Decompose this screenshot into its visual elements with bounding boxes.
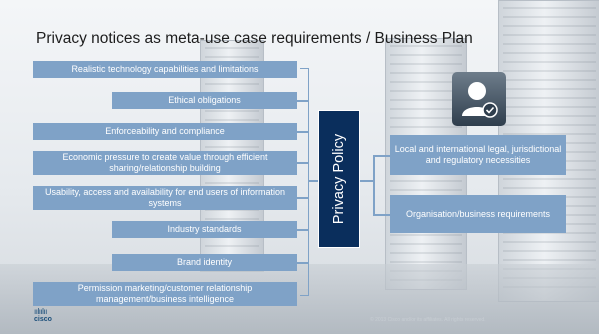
item-ethical-obligations: Ethical obligations (112, 92, 297, 109)
item-permission-marketing: Permission marketing/customer relationsh… (33, 282, 297, 306)
item-economic-pressure: Economic pressure to create value throug… (33, 151, 297, 175)
right-bracket-tick (373, 155, 391, 157)
right-bracket-vertical (373, 155, 375, 215)
user-check-icon (452, 72, 506, 126)
cisco-logo-word: cisco (34, 316, 52, 323)
slide-title: Privacy notices as meta-use case require… (36, 30, 473, 47)
left-bracket-tick (297, 197, 308, 199)
left-bracket (300, 68, 309, 296)
left-bracket-to-policy (308, 180, 318, 182)
item-brand-identity: Brand identity (112, 254, 297, 271)
footer-copyright: © 2013 Cisco and/or its affiliates. All … (370, 317, 486, 323)
left-bracket-tick (297, 131, 308, 133)
item-legal-necessities: Local and international legal, jurisdict… (390, 135, 566, 175)
left-bracket-tick (297, 262, 308, 264)
item-industry-standards: Industry standards (112, 221, 297, 238)
privacy-policy-box: Privacy Policy (318, 110, 360, 248)
user-check-glyph (462, 82, 498, 118)
privacy-policy-label: Privacy Policy (331, 133, 347, 225)
left-bracket-tick (297, 100, 308, 102)
left-bracket-tick (297, 229, 308, 231)
policy-to-right-bracket (360, 180, 374, 182)
cisco-logo: ıılıılıı cisco (34, 308, 52, 324)
item-business-requirements: Organisation/business requirements (390, 195, 566, 233)
left-bracket-tick (297, 162, 308, 164)
item-enforceability: Enforceability and compliance (33, 123, 297, 140)
cisco-logo-bars: ıılıılıı (34, 307, 47, 316)
right-bracket-tick (373, 214, 391, 216)
item-technology-capabilities: Realistic technology capabilities and li… (33, 61, 297, 78)
item-usability: Usability, access and availability for e… (33, 186, 297, 210)
